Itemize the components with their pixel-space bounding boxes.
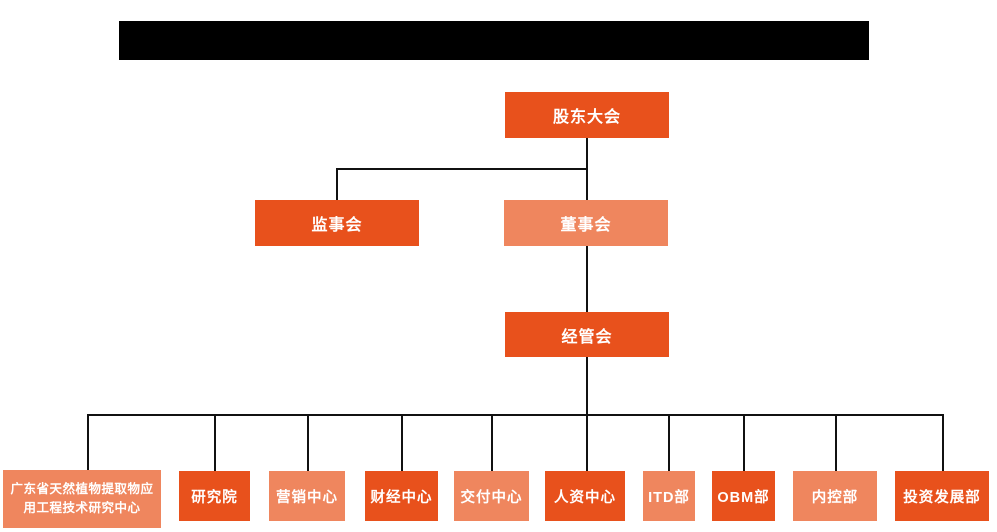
connector-drop-dept-7 [668,414,670,471]
connector-drop-dept-10 [942,414,944,471]
node-management-committee: 经管会 [505,312,669,357]
redacted-title-bar [119,21,869,60]
node-shareholders-meeting: 股东大会 [505,92,669,138]
node-dept-marketing-center: 营销中心 [269,471,345,521]
connector-drop-dept-9 [835,414,837,471]
connector-department-rail [87,414,944,416]
connector-level2-rail [336,168,588,170]
connector-drop-dept-8 [743,414,745,471]
connector-drop-dept-2 [214,414,216,471]
node-dept-itd: ITD部 [643,471,695,521]
node-dept-gd-plant-extract-research-center: 广东省天然植物提取物应用工程技术研究中心 [3,470,161,528]
connector-drop-dept-3 [307,414,309,471]
connector-drop-dept-5 [491,414,493,471]
node-dept-finance-center: 财经中心 [365,471,438,521]
connector-board-to-management [586,246,588,312]
node-dept-delivery-center: 交付中心 [454,471,529,521]
node-dept-investment-development: 投资发展部 [895,471,989,521]
node-supervisory-board: 监事会 [255,200,419,246]
node-dept-hr-center: 人资中心 [545,471,625,521]
node-board-of-directors: 董事会 [504,200,668,246]
connector-management-to-rail [586,357,588,416]
connector-drop-dept-1 [87,414,89,470]
node-dept-obm: OBM部 [712,471,775,521]
node-dept-internal-control: 内控部 [793,471,877,521]
node-dept-research-institute: 研究院 [179,471,250,521]
connector-to-supervisory [336,168,338,200]
connector-drop-dept-6 [586,414,588,471]
connector-drop-dept-4 [401,414,403,471]
